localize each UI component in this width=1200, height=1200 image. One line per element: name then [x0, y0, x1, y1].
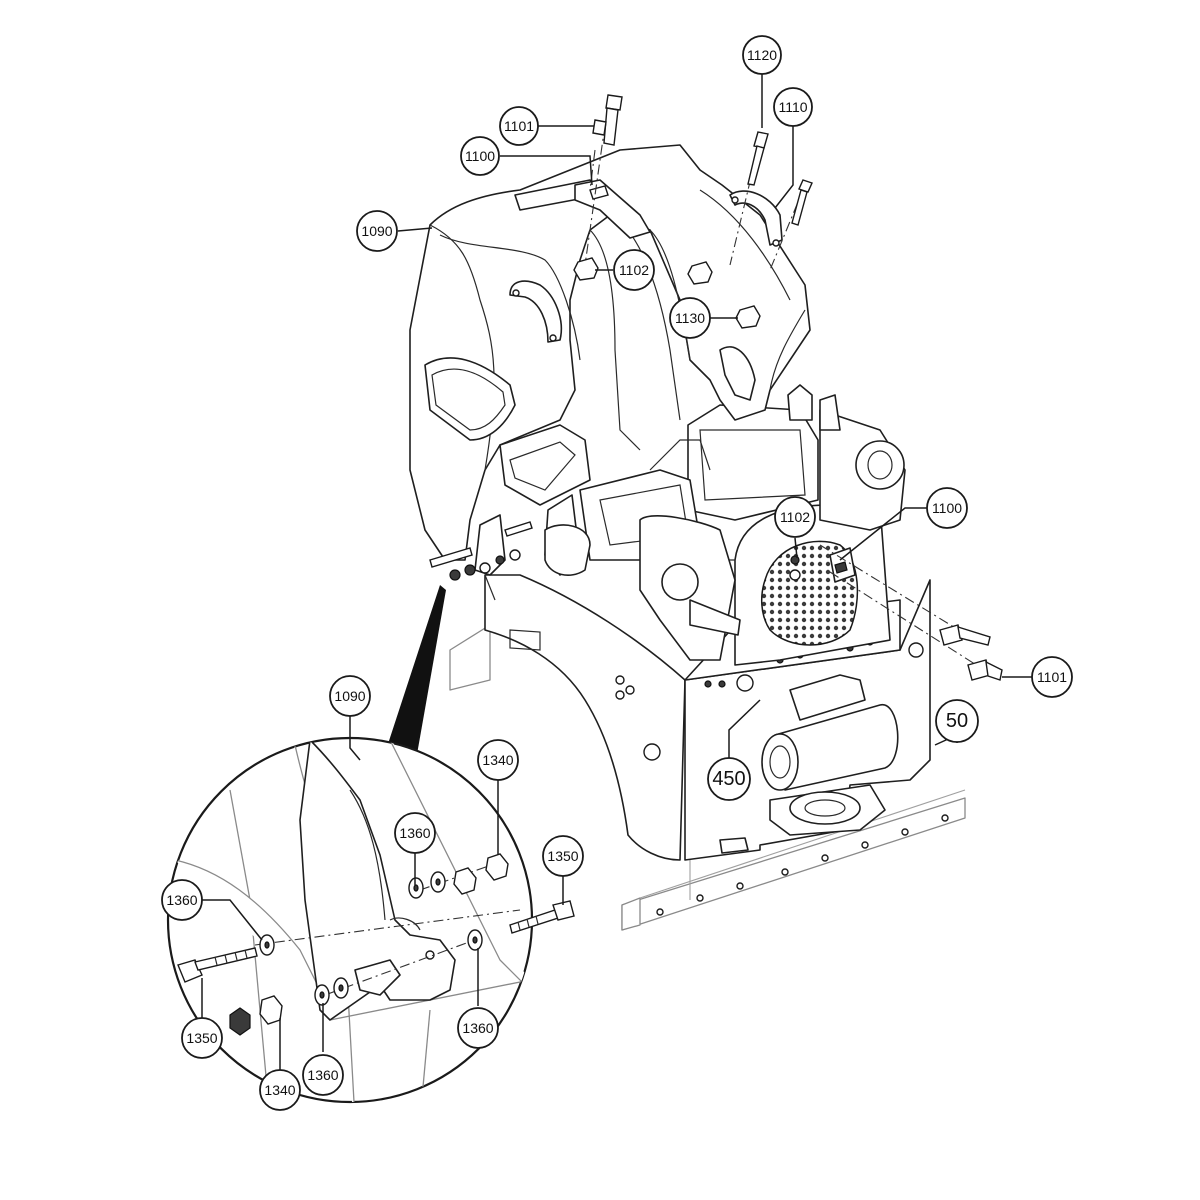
callout-label: 1120: [747, 47, 777, 63]
nut-1102-top: [573, 257, 599, 281]
nuts-1130: [687, 261, 761, 329]
callout-label: 1360: [307, 1067, 338, 1083]
callout-label: 1110: [778, 99, 807, 115]
zoom-washers-bottom: [314, 977, 349, 1006]
callout-1360-top: 1360: [394, 812, 436, 854]
callout-450: 450: [707, 757, 751, 801]
callout-label: 1090: [361, 223, 392, 239]
zoom-washer-left: [259, 934, 275, 956]
callout-1340-top: 1340: [477, 739, 519, 781]
exhaust-flange: [719, 784, 886, 854]
zoom-detail-circle: [166, 736, 534, 1104]
muffler: [761, 674, 899, 791]
callout-label: 1101: [1037, 669, 1067, 685]
callout-1360-bottom: 1360: [302, 1054, 344, 1096]
callout-label: 50: [946, 710, 968, 732]
callout-1090-detail: 1090: [329, 675, 371, 717]
callout-1102-side: 1102: [774, 496, 816, 538]
callout-label: 1360: [462, 1020, 493, 1036]
callout-1110: 1110: [773, 87, 813, 127]
callout-label: 1130: [675, 310, 705, 326]
callout-1350-left: 1350: [181, 1017, 223, 1059]
zoom-washers-top: [408, 871, 446, 899]
callout-1101-side: 1101: [1031, 656, 1073, 698]
callout-1130: 1130: [669, 297, 711, 339]
hood-hinge-hardware: [429, 514, 533, 581]
bolt-1101-top: [592, 94, 623, 146]
zoom-nut-1340-left: [229, 995, 283, 1036]
callout-label: 1350: [547, 848, 578, 864]
leader-lines: [201, 72, 1032, 1070]
callout-1360-left: 1360: [161, 879, 203, 921]
base-skid-rail: [449, 624, 966, 931]
callout-label: 1102: [619, 262, 649, 278]
callout-label: 1340: [264, 1082, 295, 1098]
callout-50: 50: [935, 699, 979, 743]
callout-label: 450: [712, 768, 745, 790]
zoom-bolt-1350-left: [177, 947, 258, 983]
skid-bolt-row: [656, 814, 949, 916]
engine-shroud: [690, 504, 891, 666]
callout-label: 1100: [932, 500, 962, 516]
callout-1102-top: 1102: [613, 249, 655, 291]
callout-1340-bottom: 1340: [259, 1069, 301, 1111]
callout-label: 1090: [334, 688, 365, 704]
callout-label: 1102: [780, 509, 810, 525]
zoom-indicator-wedge: [386, 585, 446, 760]
callout-1350-right: 1350: [542, 835, 584, 877]
engine-block: [544, 384, 906, 661]
zoom-bolt-1350-right: [509, 900, 575, 934]
callout-label: 1360: [399, 825, 430, 841]
screw-1120-right: [791, 179, 813, 226]
hood-side-handle: [509, 280, 563, 343]
zoom-washer-right: [467, 929, 483, 951]
hood-latch-top: [574, 124, 651, 266]
callout-1100-side: 1100: [926, 487, 968, 529]
callout-1101-top: 1101: [499, 106, 539, 146]
callout-label: 1340: [482, 752, 513, 768]
zoom-nuts-1340-top: [453, 853, 509, 895]
callout-1090-main: 1090: [356, 210, 398, 252]
bolt-1101-side: [939, 624, 1003, 681]
callout-1360-right: 1360: [457, 1007, 499, 1049]
screw-1120-top: [747, 131, 769, 186]
callout-label: 1350: [186, 1030, 217, 1046]
callout-1100-top: 1100: [460, 136, 500, 176]
callout-label: 1101: [504, 118, 534, 134]
callout-1120-top: 1120: [742, 35, 782, 75]
side-latch-hardware: [789, 544, 1001, 681]
callout-label: 1100: [465, 148, 495, 164]
callout-label: 1360: [166, 892, 197, 908]
